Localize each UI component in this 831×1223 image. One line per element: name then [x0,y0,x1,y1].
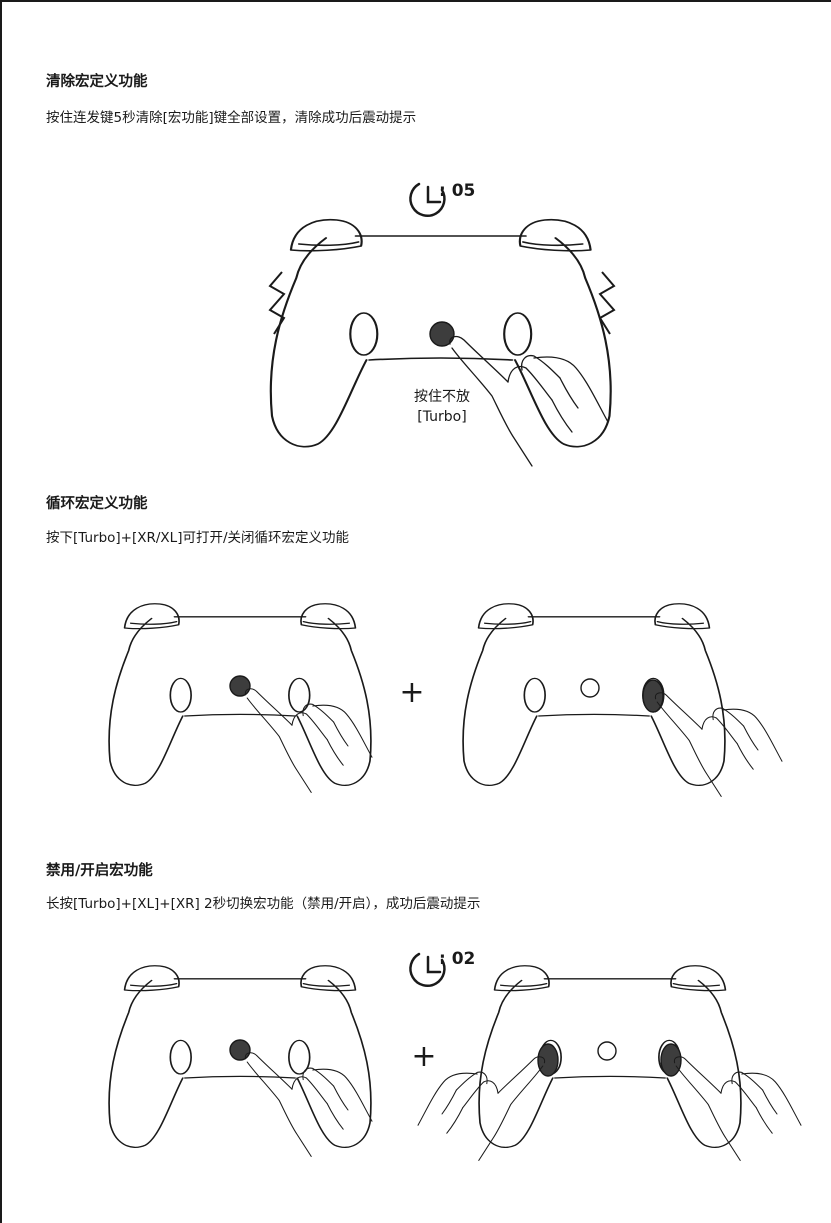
xl-button-pressed [537,1043,559,1077]
timer-icon [409,182,446,217]
section-title-clear-macro: 清除宏定义功能 [46,74,148,90]
controller-right-illustration [478,964,742,1149]
timer-label: : 02 [439,949,475,969]
turbo-button [580,678,600,698]
figure-clear-macro: : 05 按住不放 [Turbo] [269,181,615,467]
plus-sign: + [411,1039,436,1074]
controller-right-illustration [462,602,726,787]
section-title-loop-macro: 循环宏定义功能 [46,496,148,512]
pressing-hand-left-icon [417,1056,546,1161]
figure-loop-macro: + [108,602,783,797]
section-desc-toggle-macro: 长按[Turbo]+[XL]+[XR] 2秒切换宏功能（禁用/开启），成功后震动… [46,896,481,912]
turbo-button [597,1041,617,1061]
section-desc-loop-macro: 按下[Turbo]+[XR/XL]可打开/关闭循环宏定义功能 [46,530,350,546]
turbo-button-pressed [229,1039,251,1061]
timer-icon [409,952,446,987]
timer-label: : 05 [439,181,475,201]
pressing-hand-icon [654,692,783,797]
xr-button-pressed [660,1043,682,1077]
hold-label: 按住不放 [414,389,470,405]
figure-toggle-macro: : 02 + [108,949,802,1161]
turbo-button-pressed [429,321,455,347]
turbo-button-label: [Turbo] [417,409,466,425]
plus-sign: + [399,675,424,710]
xr-button-pressed [642,679,664,713]
turbo-button-pressed [229,675,251,697]
section-title-toggle-macro: 禁用/开启宏功能 [46,863,153,879]
section-desc-clear-macro: 按住连发键5秒清除[宏功能]键全部设置，清除成功后震动提示 [46,110,417,126]
vibration-left-icon [269,271,285,335]
pressing-hand-right-icon [673,1056,802,1161]
